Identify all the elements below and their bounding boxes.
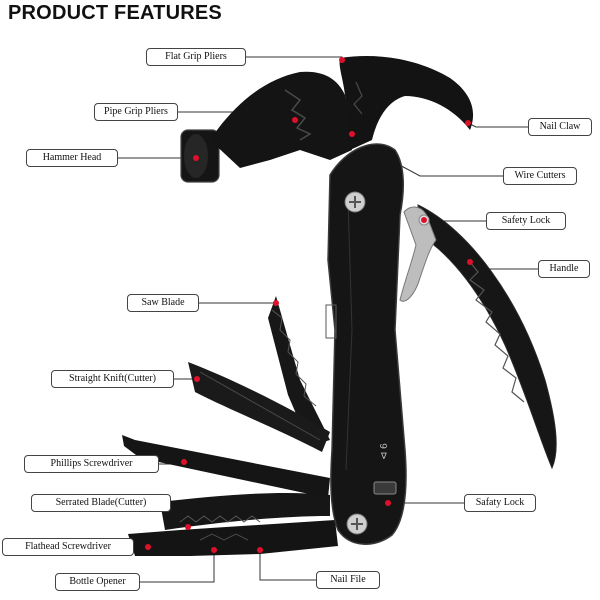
label-nail-claw: Nail Claw [528,118,592,136]
body-slot [325,304,337,339]
label-safaty-lock-bottom: Safaty Lock [464,494,536,512]
serrated-teeth [179,515,261,523]
label-serrated-blade: Serrated Blade(Cutter) [31,494,171,512]
flat-grip-teeth [353,81,363,115]
phillips-screwdriver [122,435,330,498]
saw-teeth [271,309,317,407]
straight-knife [188,362,330,452]
pipe-grip-teeth [284,89,312,141]
handle-arm [417,204,557,470]
knife-edge [199,371,321,441]
handle-grip-ridges [469,261,525,403]
label-nail-file: Nail File [316,571,380,589]
bottom-lock-button [373,481,397,495]
label-wire-cutters: Wire Cutters [503,167,577,185]
flathead-bottle-file [128,520,338,556]
label-straight-knife: Straight Knift(Cutter) [51,370,174,388]
label-pipe-grip-pliers: Pipe Grip Pliers [94,103,178,121]
nail-claw [339,56,474,150]
label-phillips-screwdriver: Phillips Screwdriver [24,455,159,473]
label-safety-lock-top: Safety Lock [486,212,566,230]
label-hammer-head: Hammer Head [26,149,118,167]
feature-markers [145,57,473,553]
safety-lock-latch [399,206,437,302]
svg-text:⊲ 6: ⊲ 6 [379,443,390,460]
page-title: PRODUCT FEATURES [8,2,222,24]
label-flat-grip-pliers: Flat Grip Pliers [146,48,246,66]
body-seam [345,199,353,471]
serrated-blade [160,492,330,530]
bottle-opener-notch [199,533,249,541]
label-bottle-opener: Bottle Opener [55,573,140,591]
label-flathead-screwdriver: Flathead Screwdriver [2,538,134,556]
hammer-body [210,71,352,168]
label-saw-blade: Saw Blade [127,294,199,312]
label-handle: Handle [538,260,590,278]
